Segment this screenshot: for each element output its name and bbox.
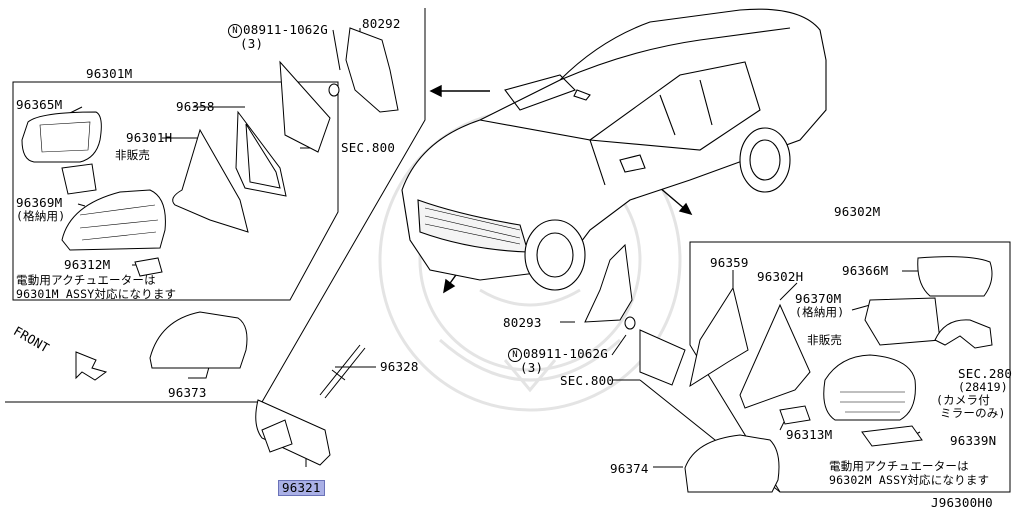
label-96358: 96358 <box>176 99 215 114</box>
label-camera-note-line1: (カメラ付 <box>936 393 990 407</box>
label-bolt-top-qty: (3) <box>240 36 264 51</box>
wire-96328 <box>319 344 366 399</box>
label-80293: 80293 <box>503 315 542 330</box>
front-arrow <box>75 351 108 381</box>
mirror-base-96301h <box>172 128 249 233</box>
label-96369m-note: (格納用) <box>16 209 66 223</box>
note-right-line1: 電動用アクチュエーターは <box>829 459 969 473</box>
label-96359: 96359 <box>710 255 749 270</box>
cover-96313m <box>779 405 811 425</box>
bracket-80292 <box>345 27 399 113</box>
note-left-line2: 96301M ASSY対応になります <box>16 287 177 301</box>
label-bolt-top-partno: 08911-1062G <box>243 22 328 37</box>
label-96312m: 96312M <box>64 257 111 272</box>
mirror-glass-96366m <box>917 256 993 297</box>
label-bolt-bottom-qty: (3) <box>520 360 544 375</box>
label-96302m: 96302M <box>834 204 881 219</box>
label-96370m-note: (格納用) <box>795 305 845 319</box>
actuator-96369m <box>61 163 97 195</box>
label-96302h: 96302H <box>757 269 804 284</box>
label-96328: 96328 <box>380 359 419 374</box>
mirror-glass-96365m <box>21 111 102 163</box>
circled-n-symbol: N <box>228 24 242 38</box>
label-sec800-top: SEC.800 <box>341 140 396 155</box>
bracket-80293 <box>584 243 633 323</box>
gasket-96359 <box>689 286 749 388</box>
label-not-sold-left: 非販売 <box>115 148 151 162</box>
bolt-top <box>328 83 340 97</box>
label-camera-note-line2: ミラーのみ) <box>940 406 1006 420</box>
label-80292: 80292 <box>362 16 401 31</box>
gasket-96358 <box>235 110 287 197</box>
label-not-sold-right: 非販売 <box>807 333 843 347</box>
rearview-mirror-96321 <box>255 399 331 466</box>
label-96339n: 96339N <box>950 433 997 448</box>
label-96365m: 96365M <box>16 97 63 112</box>
car-sedan <box>401 8 827 291</box>
mirror-cover-96374 <box>684 434 780 493</box>
label-96370m: 96370M <box>795 291 842 306</box>
label-sec280: SEC.280 <box>958 366 1013 381</box>
label-sec800-bottom: SEC.800 <box>560 373 615 388</box>
label-96366m: 96366M <box>842 263 889 278</box>
diagram-id: J96300H0 <box>931 495 993 510</box>
label-96301h: 96301H <box>126 130 173 145</box>
bolt-bottom <box>624 316 636 330</box>
cover-96312m <box>134 257 163 277</box>
label-96373: 96373 <box>168 385 207 400</box>
turn-lamp-96339n <box>861 425 923 447</box>
divider-line-left <box>5 8 426 403</box>
mirror-cover-96373 <box>149 311 248 369</box>
actuator-96370m <box>864 297 941 346</box>
label-sec280-ref: (28419) <box>958 380 1008 394</box>
label-96321[interactable]: 96321 <box>278 480 325 496</box>
note-left-line1: 電動用アクチュエーターは <box>16 273 156 287</box>
label-96313m: 96313M <box>786 427 833 442</box>
right-panel-border <box>689 241 1011 493</box>
label-96374: 96374 <box>610 461 649 476</box>
camera-connector <box>934 319 993 349</box>
mirror-housing-left <box>61 189 166 251</box>
label-96301m: 96301M <box>86 66 133 81</box>
circled-n-symbol: N <box>508 348 522 362</box>
label-96369m: 96369M <box>16 195 63 210</box>
note-right-line2: 96302M ASSY対応になります <box>829 473 990 487</box>
label-bolt-bottom-partno: 08911-1062G <box>523 346 608 361</box>
mirror-housing-right <box>823 354 916 421</box>
mirror-base-96302h <box>739 303 811 409</box>
